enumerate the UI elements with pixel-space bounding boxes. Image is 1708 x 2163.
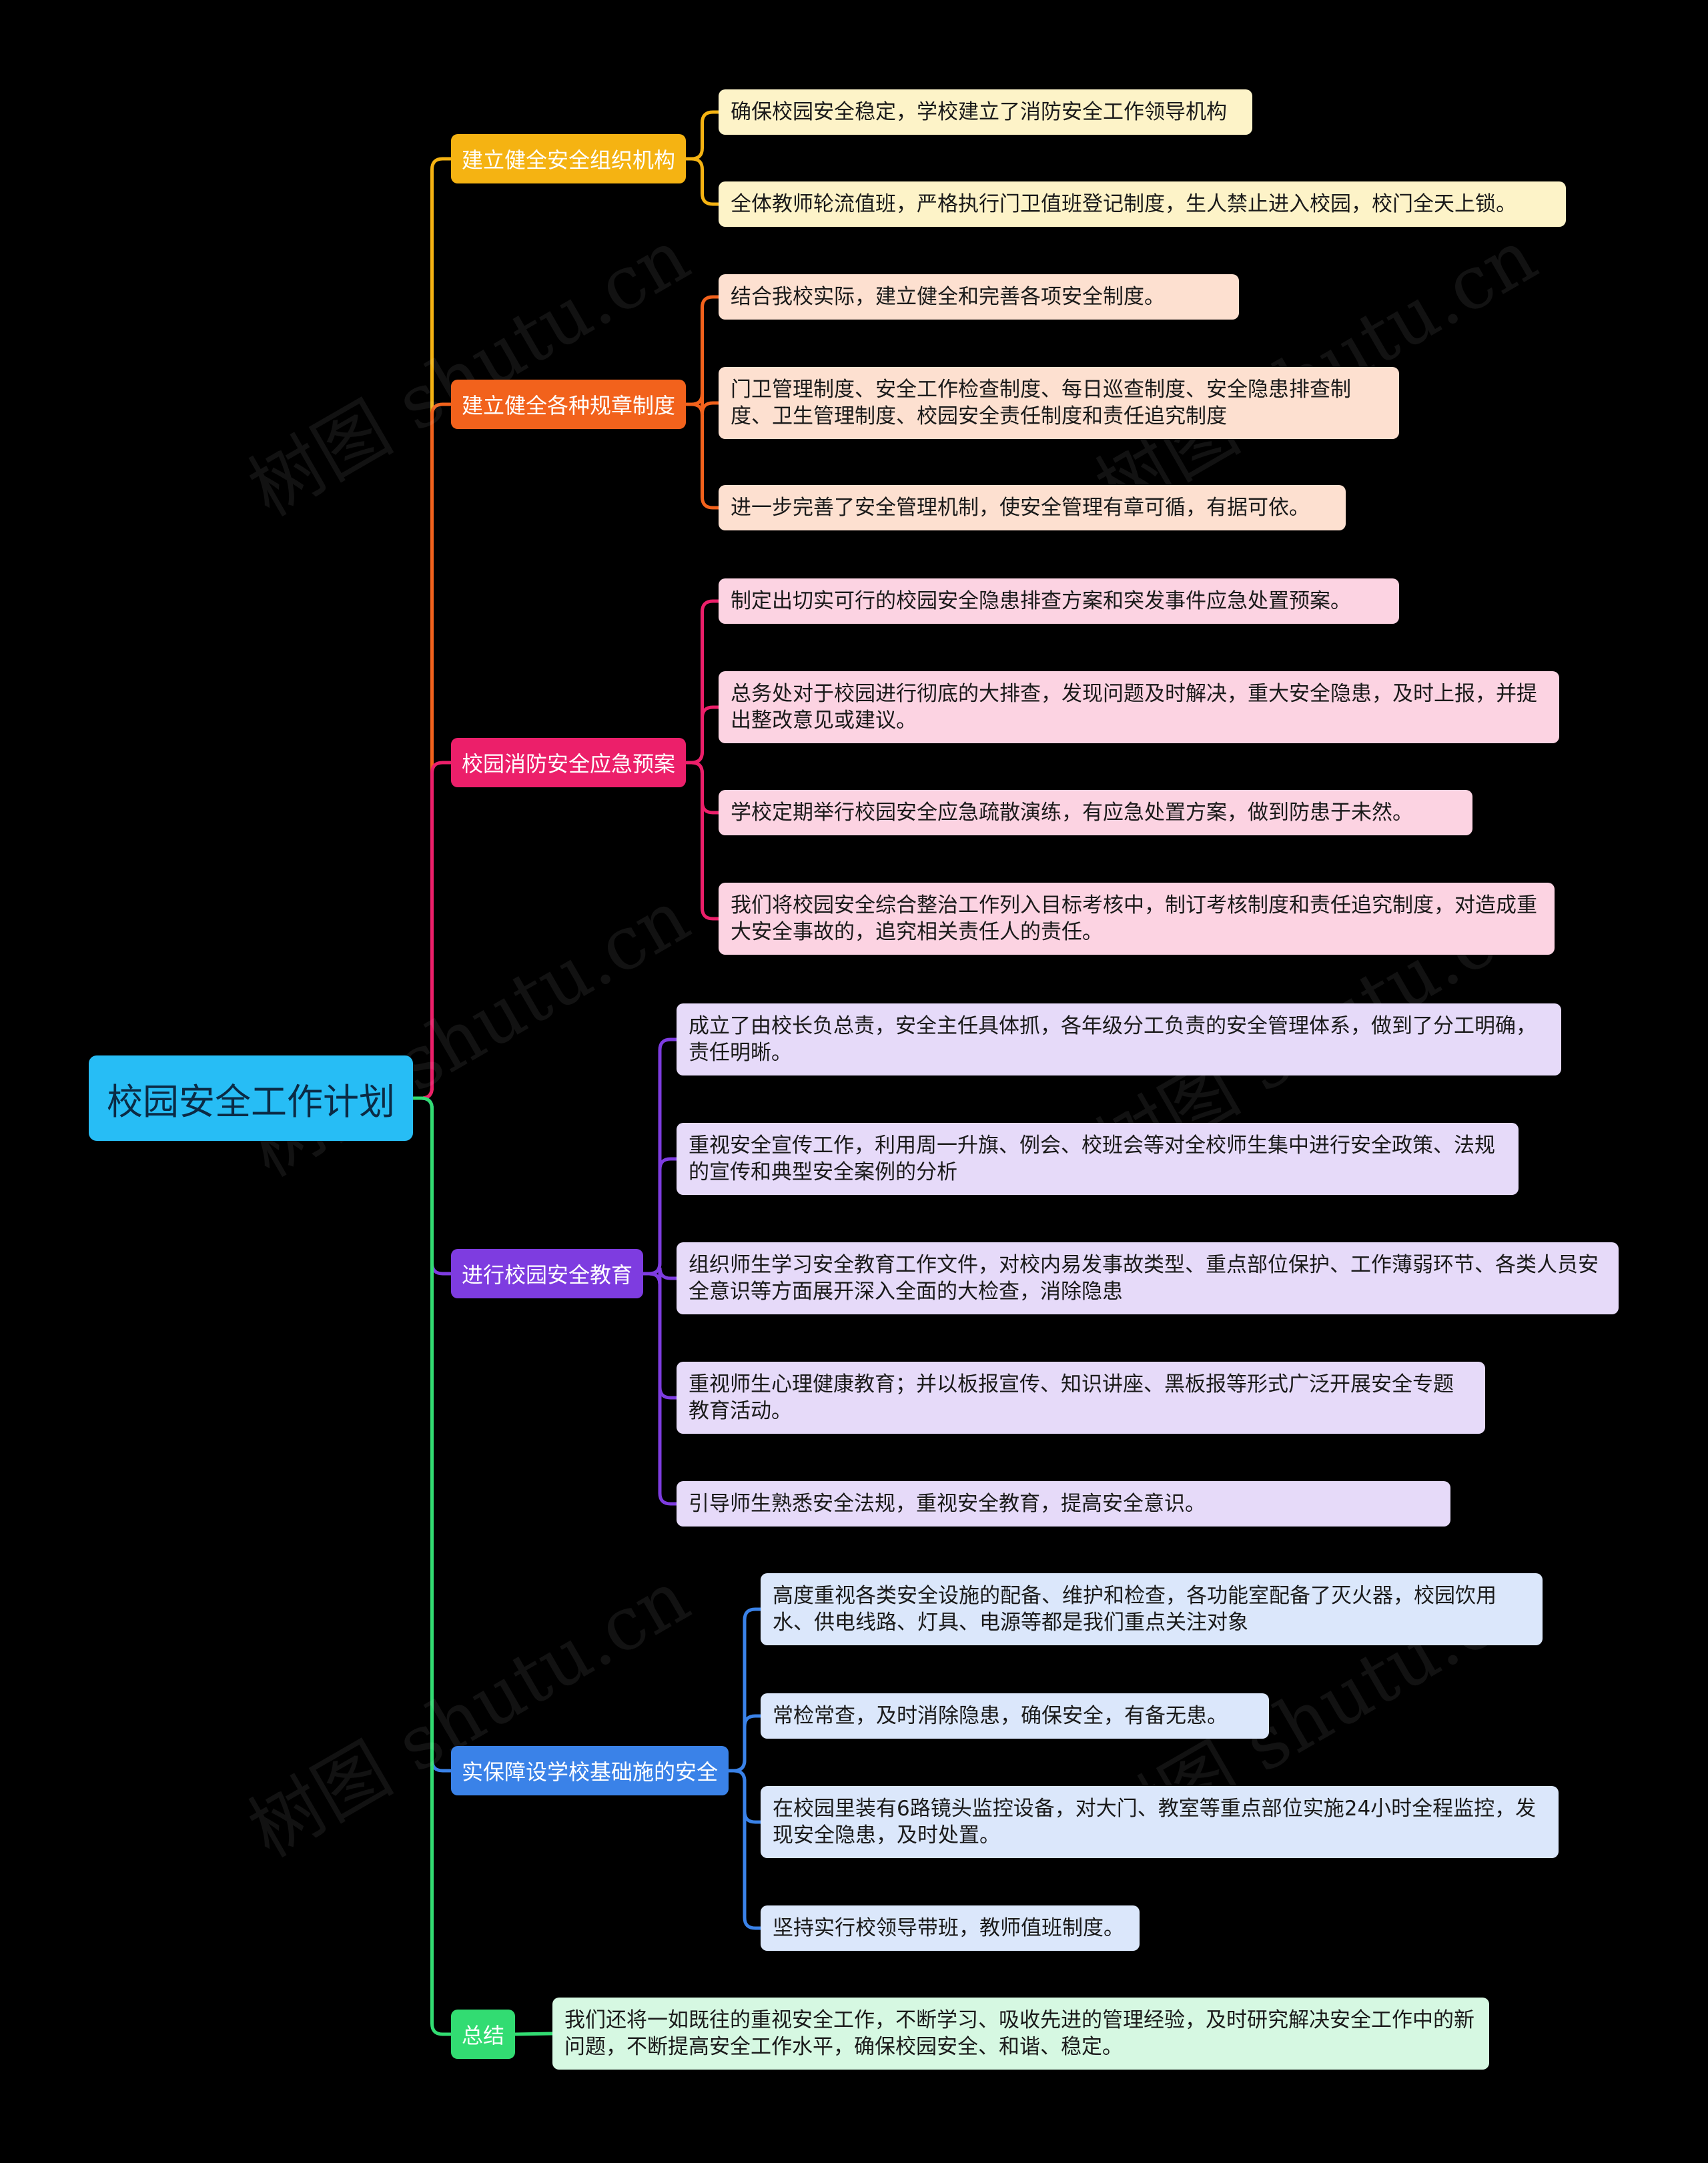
branch-leaf-connector: [686, 110, 719, 161]
leaf-topic[interactable]: 引导师生熟悉安全法规，重视安全教育，提高安全意识。: [677, 1481, 1450, 1527]
leaf-topic[interactable]: 门卫管理制度、安全工作检查制度、每日巡查制度、安全隐患排查制度、卫生管理制度、校…: [719, 367, 1399, 439]
branch-leaf-connector: [686, 157, 719, 206]
leaf-topic[interactable]: 我们还将一如既往的重视安全工作，不断学习、吸收先进的管理经验，及时研究解决安全工…: [552, 1998, 1489, 2070]
leaf-topic[interactable]: 进一步完善了安全管理机制，使安全管理有章可循，有据可依。: [719, 485, 1346, 530]
leaf-topic[interactable]: 制定出切实可行的校园安全隐患排查方案和突发事件应急处置预案。: [719, 578, 1399, 624]
leaf-topic[interactable]: 重视安全宣传工作，利用周一升旗、例会、校班会等对全校师生集中进行安全政策、法规的…: [677, 1123, 1519, 1195]
leaf-topic[interactable]: 坚持实行校领导带班，教师值班制度。: [761, 1905, 1140, 1951]
leaf-topic[interactable]: 成立了由校长负总责，安全主任具体抓，各年级分工负责的安全管理体系，做到了分工明确…: [677, 1003, 1561, 1075]
branch-topic[interactable]: 总结: [451, 2010, 516, 2059]
root-branch-connector: [413, 1096, 451, 2036]
branch-leaf-connector: [729, 1769, 761, 1930]
root-branch-connector: [413, 761, 451, 1100]
leaf-topic[interactable]: 常检常查，及时消除隐患，确保安全，有备无患。: [761, 1693, 1269, 1739]
leaf-topic[interactable]: 高度重视各类安全设施的配备、维护和检查，各功能室配备了灭火器，校园饮用水、供电线…: [761, 1573, 1543, 1645]
leaf-topic[interactable]: 学校定期举行校园安全应急疏散演练，有应急处置方案，做到防患于未然。: [719, 790, 1472, 835]
leaf-topic[interactable]: 我们将校园安全综合整治工作列入目标考核中，制订考核制度和责任追究制度，对造成重大…: [719, 883, 1555, 955]
leaf-topic[interactable]: 结合我校实际，建立健全和完善各项安全制度。: [719, 274, 1239, 320]
leaf-topic[interactable]: 在校园里装有6路镜头监控设备，对大门、教室等重点部位实施24小时全程监控，发现安…: [761, 1786, 1559, 1858]
branch-leaf-connector: [686, 761, 719, 921]
branch-topic[interactable]: 实保障设学校基础施的安全: [451, 1746, 729, 1795]
branch-leaf-connector: [643, 1272, 677, 1506]
branch-topic[interactable]: 校园消防安全应急预案: [451, 738, 687, 787]
branch-leaf-connector: [686, 295, 719, 406]
branch-leaf-connector: [643, 1157, 677, 1276]
leaf-topic[interactable]: 总务处对于校园进行彻底的大排查，发现问题及时解决，重大安全隐患，及时上报，并提出…: [719, 671, 1559, 743]
branch-leaf-connector: [686, 705, 719, 765]
leaf-topic[interactable]: 全体教师轮流值班，严格执行门卫值班登记制度，生人禁止进入校园，校门全天上锁。: [719, 181, 1566, 227]
branch-topic[interactable]: 进行校园安全教育: [451, 1249, 644, 1298]
root-topic[interactable]: 校园安全工作计划: [89, 1055, 413, 1141]
leaf-topic[interactable]: 重视师生心理健康教育；并以板报宣传、知识讲座、黑板报等形式广泛开展安全专题教育活…: [677, 1362, 1485, 1434]
leaf-topic[interactable]: 确保校园安全稳定，学校建立了消防安全工作领导机构: [719, 89, 1252, 135]
branch-topic[interactable]: 建立健全各种规章制度: [451, 380, 687, 429]
branch-leaf-connector: [686, 402, 719, 510]
branch-leaf-connector: [729, 1714, 761, 1773]
leaf-topic[interactable]: 组织师生学习安全教育工作文件，对校内易发事故类型、重点部位保护、工作薄弱环节、各…: [677, 1242, 1619, 1314]
branch-topic[interactable]: 建立健全安全组织机构: [451, 134, 687, 183]
